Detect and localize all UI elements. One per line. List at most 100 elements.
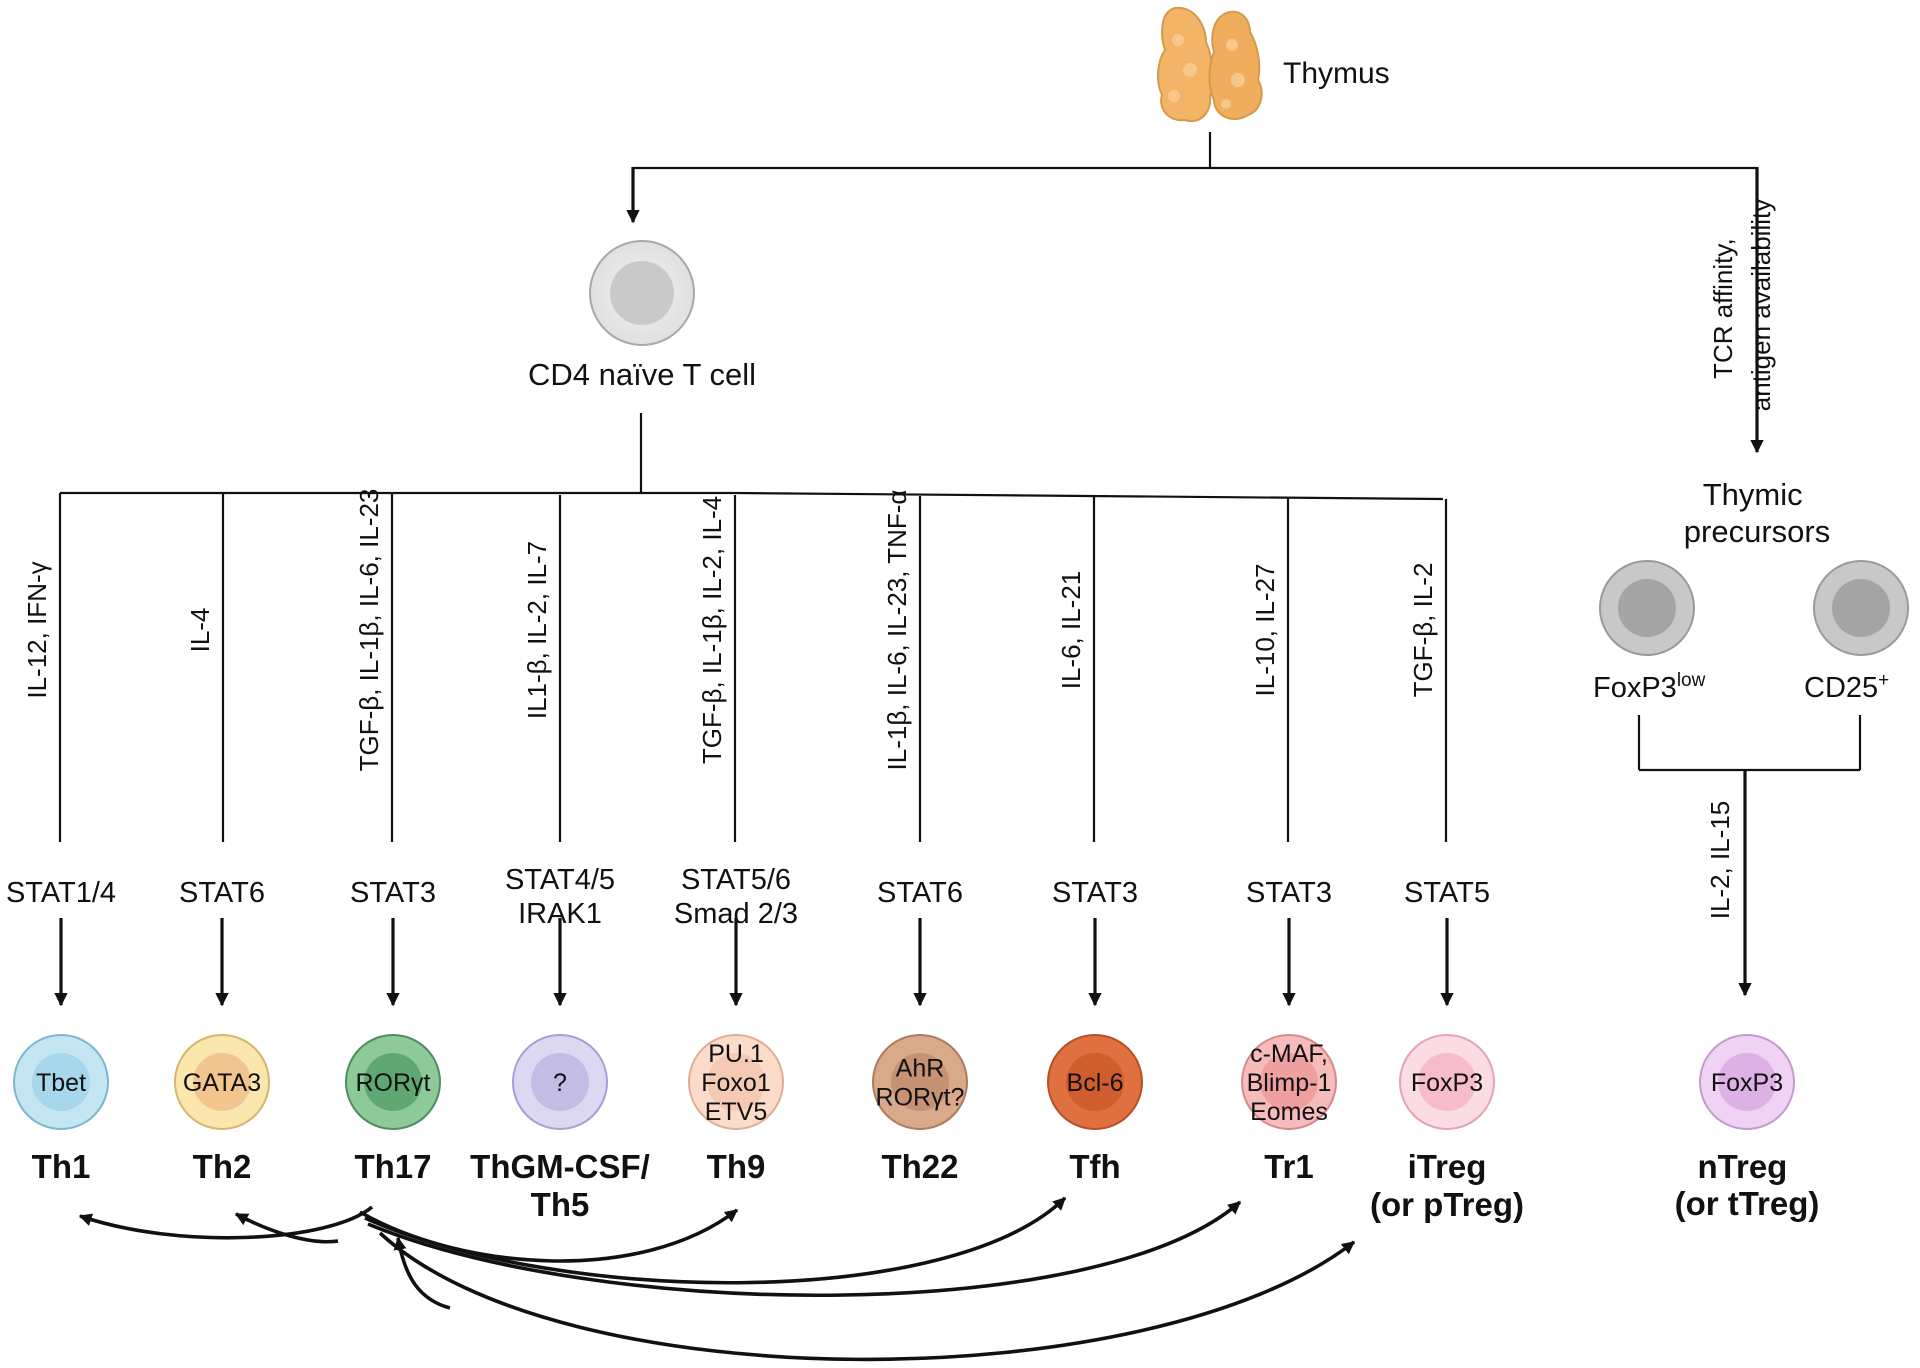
tcr-affinity-condition: TCR affinity, antigen availability (1708, 199, 1776, 411)
naive-cell-label: CD4 naïve T cell (528, 357, 756, 392)
precursors-title-line-2: precursors (1684, 514, 1830, 549)
subset-tf-1: GATA3 (183, 1069, 261, 1097)
cytokine-text-0: IL-12, IFN-γ (22, 561, 52, 698)
cd25-text: CD25 (1804, 672, 1878, 704)
ntreg-cell (1699, 1034, 1795, 1130)
subset-name-1: Th2 (193, 1148, 252, 1185)
subset-cytokines-6: IL-6, IL-21 (1056, 571, 1086, 690)
ntreg-cytokines: IL-2, IL-15 (1705, 801, 1735, 920)
thymus-branch-lines (626, 132, 1764, 454)
cell-inner-6 (1066, 1053, 1124, 1111)
tf-line-3-0: ? (553, 1069, 567, 1097)
cell-inner-0 (32, 1053, 90, 1111)
subset-name-3: ThGM-CSF/Th5 (470, 1148, 650, 1223)
stat-line-8-0: STAT5 (1404, 877, 1490, 909)
thymic-precursors-title: Thymic precursors (1684, 477, 1830, 549)
subset-name-5: Th22 (881, 1148, 958, 1185)
cytokine-text-2: TGF-β, IL-1β, IL-6, IL-23 (354, 489, 384, 772)
stat-line-1-0: STAT6 (179, 877, 265, 909)
cell-inner-8 (1418, 1053, 1476, 1111)
foxp3-low-text: FoxP3 (1593, 672, 1677, 704)
subset-stat-6: STAT3 (1052, 877, 1138, 909)
name-line-1-0: Th2 (193, 1148, 252, 1185)
subset-stat-5: STAT6 (877, 877, 963, 909)
thymus-label: Thymus (1283, 57, 1390, 90)
subset-cell-1 (174, 1034, 270, 1130)
foxp3-low-sup: low (1677, 670, 1706, 691)
arrow-th17-to-itreg (378, 1231, 1356, 1362)
tf-line-7-1: Blimp-1 (1247, 1069, 1332, 1097)
condition-line-1: TCR affinity, (1708, 238, 1738, 379)
tf-line-4-0: PU.1 (708, 1040, 764, 1068)
subset-stat-2: STAT3 (350, 877, 436, 909)
stat-line-0-0: STAT1/4 (6, 877, 116, 909)
cd4-naive-t-cell (589, 240, 695, 346)
subset-cell-3 (512, 1034, 608, 1130)
name-line-0-0: Th1 (32, 1148, 91, 1185)
cytokine-text-6: IL-6, IL-21 (1056, 571, 1086, 690)
subset-name-8: iTreg(or pTreg) (1370, 1148, 1524, 1223)
tf-line-8-0: FoxP3 (1411, 1069, 1483, 1097)
cell-inner-5 (891, 1053, 949, 1111)
cytokine-text-3: IL1-β, IL-2, IL-7 (522, 541, 552, 719)
name-line-8-0: iTreg (1408, 1148, 1487, 1185)
subset-cytokines-7: IL-10, IL-27 (1250, 564, 1280, 697)
cell-inner-1 (193, 1053, 251, 1111)
ntreg-cytokines-text: IL-2, IL-15 (1705, 801, 1735, 920)
name-line-8-1: (or pTreg) (1370, 1186, 1524, 1223)
cytokine-text-5: IL-1β, IL-6, IL-23, TNF-α (882, 490, 912, 771)
subset-cytokines-3: IL1-β, IL-2, IL-7 (522, 541, 552, 719)
precursor-merge-lines (1637, 715, 1862, 997)
subset-stat-1: STAT6 (179, 877, 265, 909)
subset-tf-6: Bcl-6 (1067, 1069, 1124, 1097)
subset-tf-2: RORγt (356, 1069, 431, 1097)
subset-columns: IL-12, IFN-γSTAT1/4TbetTh1IL-4STAT6GATA3… (6, 489, 1524, 1223)
subset-cell-2 (345, 1034, 441, 1130)
stat-line-6-0: STAT3 (1052, 877, 1138, 909)
arrow-th17-to-th2 (234, 1212, 339, 1244)
subset-cytokines-8: TGF-β, IL-2 (1408, 563, 1438, 698)
subset-cell-6 (1047, 1034, 1143, 1130)
name-line-5-0: Th22 (881, 1148, 958, 1185)
name-line-6-0: Tfh (1069, 1148, 1120, 1185)
subset-cell-8 (1399, 1034, 1495, 1130)
ntreg-tf-label: FoxP3 (1711, 1069, 1783, 1097)
subset-cytokines-1: IL-4 (185, 608, 215, 653)
ntreg-name-line-1: nTreg (1697, 1148, 1787, 1185)
arrow-th17-to-tfh (364, 1196, 1067, 1285)
name-line-3-1: Th5 (531, 1186, 590, 1223)
name-line-3-0: ThGM-CSF/ (470, 1148, 650, 1185)
arrow-th17-to-th1 (78, 1205, 374, 1240)
stat-line-3-0: STAT4/5 (505, 864, 615, 896)
name-line-2-0: Th17 (354, 1148, 431, 1185)
name-line-7-0: Tr1 (1264, 1148, 1314, 1185)
precursors-title-line-1: Thymic (1703, 477, 1803, 512)
cytokine-text-4: TGF-β, IL-1β, IL-2, IL-4 (697, 496, 727, 764)
subset-name-7: Tr1 (1264, 1148, 1314, 1185)
cytokine-text-7: IL-10, IL-27 (1250, 564, 1280, 697)
tf-line-5-1: RORγt? (876, 1084, 965, 1112)
tf-line-7-0: c-MAF, (1250, 1040, 1328, 1068)
foxp3-low-label: FoxP3low (1593, 670, 1706, 704)
subset-cytokines-2: TGF-β, IL-1β, IL-6, IL-23 (354, 489, 384, 772)
subset-cell-5 (872, 1034, 968, 1130)
tf-line-4-1: Foxo1 (701, 1069, 770, 1097)
subset-cytokines-5: IL-1β, IL-6, IL-23, TNF-α (882, 490, 912, 771)
foxp3-low-precursor-cell (1599, 560, 1695, 656)
name-line-4-0: Th9 (707, 1148, 766, 1185)
subset-tf-3: ? (553, 1069, 567, 1097)
th17-plasticity-arrows (78, 1196, 1356, 1362)
subset-name-4: Th9 (707, 1148, 766, 1185)
subset-stat-7: STAT3 (1246, 877, 1332, 909)
tf-line-2-0: RORγt (356, 1069, 431, 1097)
subset-cytokines-4: TGF-β, IL-1β, IL-2, IL-4 (697, 496, 727, 764)
tf-line-5-0: AhR (896, 1055, 945, 1083)
subset-stat-0: STAT1/4 (6, 877, 116, 909)
